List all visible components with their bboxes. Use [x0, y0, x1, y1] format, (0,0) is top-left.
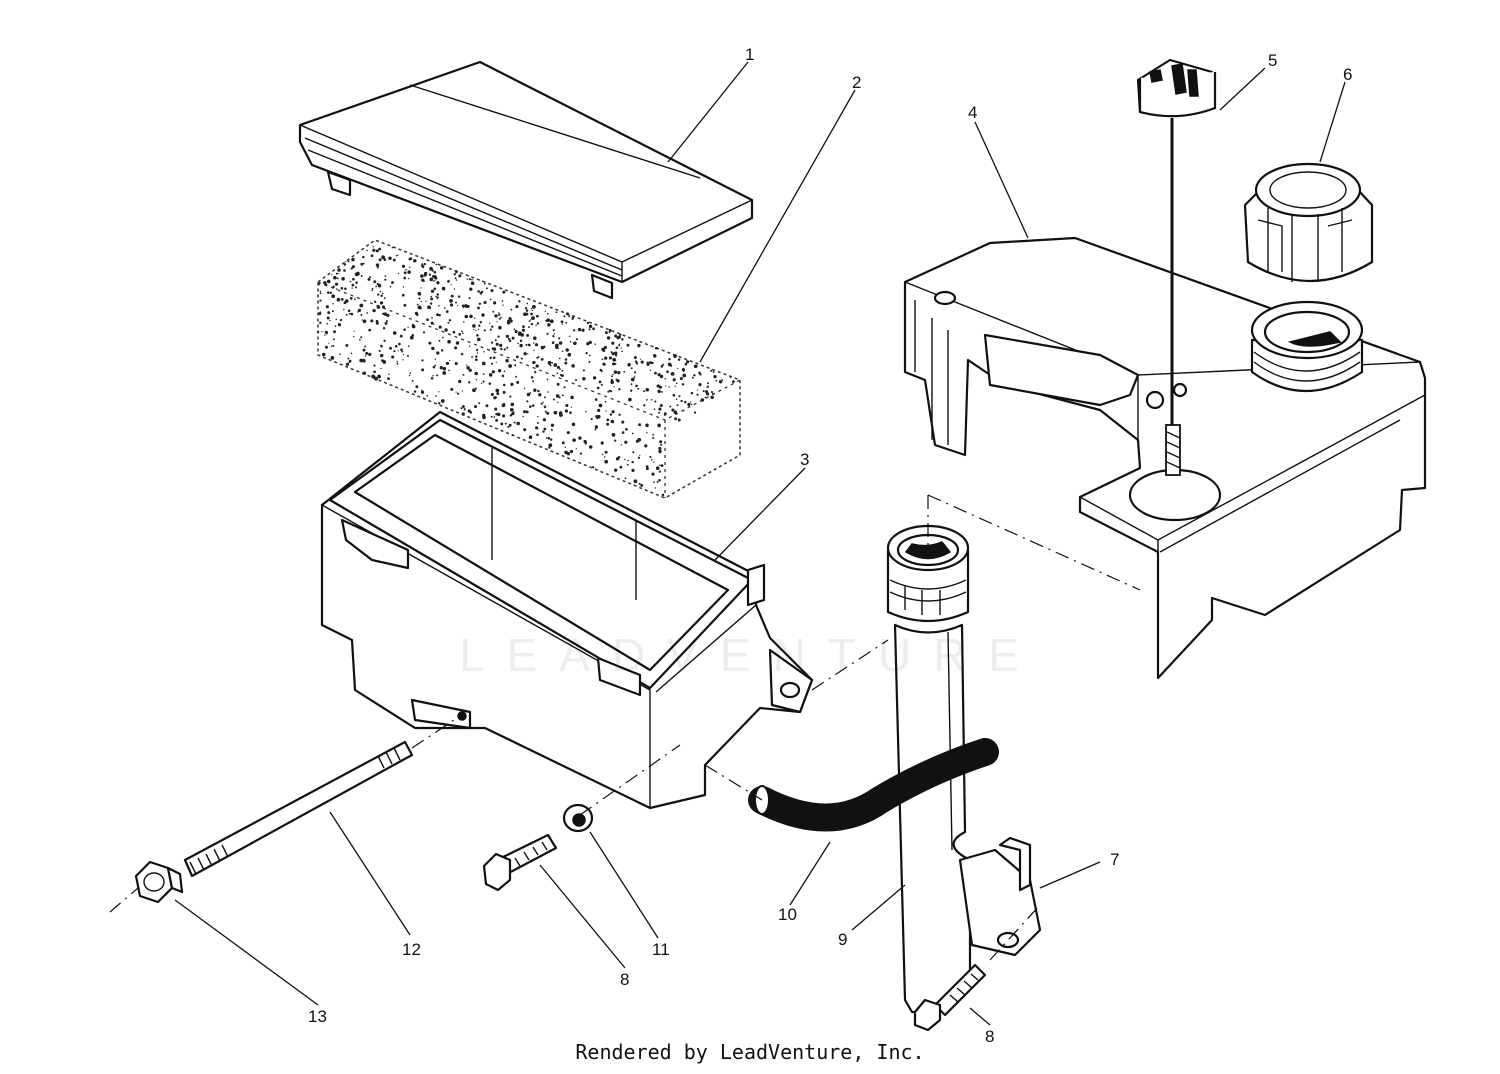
callout-7: 7 — [1110, 850, 1119, 869]
fuel-filler-neck — [1250, 300, 1364, 393]
air-cleaner-cover-part[interactable] — [298, 60, 754, 300]
callout-2: 2 — [852, 73, 861, 92]
callout-8-upper: 8 — [620, 970, 629, 989]
callout-3: 3 — [800, 450, 809, 469]
callout-leader-lines — [174, 61, 1346, 1026]
bolt-part-upper[interactable] — [482, 833, 558, 892]
callout-5: 5 — [1268, 51, 1277, 70]
assembly-center-lines — [109, 494, 1141, 961]
callout-6: 6 — [1343, 65, 1352, 84]
nut-part[interactable] — [134, 860, 184, 904]
fuel-tank-part[interactable] — [903, 236, 1427, 680]
fuel-cap-part[interactable] — [1243, 162, 1374, 283]
callout-12: 12 — [402, 940, 421, 959]
bolt-part-lower[interactable] — [913, 963, 987, 1032]
callout-labels: 1 2 3 4 5 6 7 8 8 9 10 11 12 13 — [308, 45, 1352, 1046]
callout-1: 1 — [745, 45, 754, 64]
foam-filter-element-part[interactable] — [317, 239, 741, 499]
footer-credit: Rendered by LeadVenture, Inc. — [575, 1040, 925, 1064]
filler-tube-part[interactable] — [886, 524, 1042, 1014]
callout-4: 4 — [968, 103, 977, 122]
callout-13: 13 — [308, 1007, 327, 1026]
foam-texture — [317, 246, 735, 497]
callout-10: 10 — [778, 905, 797, 924]
stud-part[interactable] — [183, 740, 414, 878]
callout-11: 11 — [652, 940, 670, 959]
dipstick-part[interactable] — [1136, 58, 1217, 476]
air-cleaner-base-part[interactable] — [320, 410, 814, 810]
callout-8-lower: 8 — [985, 1027, 994, 1046]
callout-9: 9 — [838, 930, 847, 949]
